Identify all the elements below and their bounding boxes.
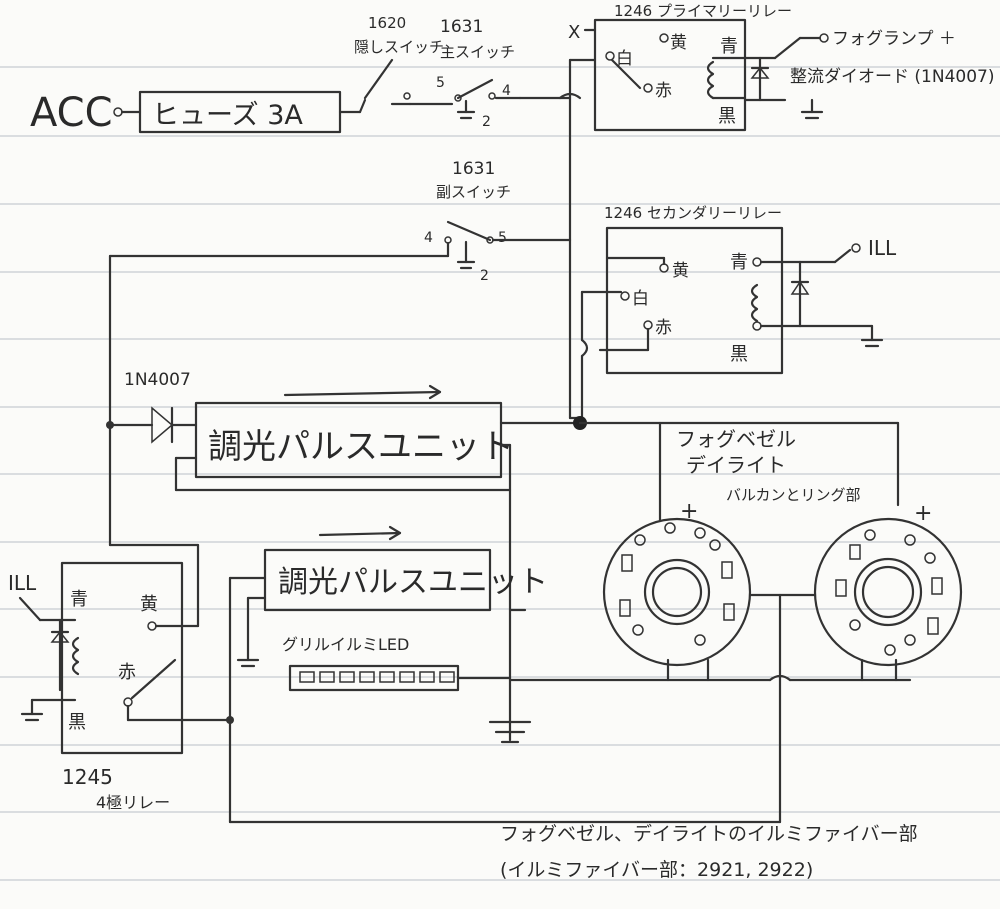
- svg-text:5: 5: [436, 75, 445, 91]
- sw1620-number: 1620: [368, 14, 406, 32]
- relay-1245-coil: [71, 636, 80, 676]
- pulse-unit-1: [194, 401, 503, 479]
- svg-text:赤: 赤: [655, 318, 672, 338]
- sw1620-name: 隠しスイッチ: [354, 38, 444, 56]
- svg-text:白: 白: [616, 49, 633, 69]
- relay-1245-number: 1245: [62, 765, 113, 789]
- sw1631-main-lever: [456, 78, 494, 100]
- secondary-relay-coil: [750, 283, 759, 323]
- diode-note: 整流ダイオード (1N4007): [790, 67, 994, 87]
- fog-lamp-label: フォグランプ ＋: [832, 29, 956, 49]
- sw1631-sub-number: 1631: [452, 159, 495, 179]
- primary-relay-box: [593, 18, 747, 132]
- x-mark: X: [568, 22, 580, 43]
- sw1620-lever: [363, 58, 394, 100]
- primary-diode: [750, 66, 770, 79]
- svg-text:4: 4: [424, 230, 433, 246]
- diode-1n4007: [151, 406, 174, 444]
- svg-text:黄: 黄: [672, 261, 689, 281]
- sw1631-sub-name: 副スイッチ: [436, 183, 511, 201]
- svg-text:青: 青: [730, 252, 748, 273]
- bezel-ring-left: [602, 517, 752, 667]
- secondary-relay-title: 1246 セカンダリーリレー: [604, 204, 782, 222]
- sw1631-main-number: 1631: [440, 17, 483, 37]
- arrow-1: [283, 390, 442, 397]
- svg-text:赤: 赤: [655, 81, 672, 101]
- valcan-label: バルカンとリング部: [726, 486, 861, 504]
- svg-text:黒: 黒: [68, 712, 86, 733]
- bezel-ring-right: [813, 517, 963, 667]
- ill-top-label: ILL: [868, 236, 897, 260]
- bezel-led-pads: [619, 522, 943, 656]
- primary-relay-title: 1246 プライマリーリレー: [614, 2, 792, 20]
- svg-text:黒: 黒: [718, 106, 736, 127]
- relay-1245-name: 4極リレー: [96, 793, 170, 812]
- fog-bezel-label-1: フォグベゼル: [676, 427, 796, 451]
- svg-text:4: 4: [502, 83, 511, 99]
- plus-left: +: [680, 499, 698, 524]
- fog-bezel-label-2: デイライト: [686, 453, 786, 477]
- svg-text:赤: 赤: [118, 662, 136, 683]
- pulse-unit-2-label: 調光パルスユニット: [278, 565, 548, 600]
- bottom-caption-title: フォグベゼル、デイライトのイルミファイバー部: [500, 823, 918, 845]
- plus-right: +: [914, 501, 932, 526]
- pulse-unit-1-label: 調光パルスユニット: [208, 427, 514, 467]
- primary-relay-coil: [706, 60, 715, 100]
- acc-terminal: [113, 107, 123, 117]
- svg-text:白: 白: [632, 289, 649, 309]
- sw1631-main-name: 主スイッチ: [440, 43, 515, 61]
- bottom-caption-parts: (イルミファイバー部：2921, 2922): [500, 859, 813, 881]
- svg-text:黄: 黄: [670, 33, 687, 53]
- svg-text:青: 青: [70, 589, 88, 610]
- relay-1245-box: [60, 561, 184, 755]
- fuse-label: ヒューズ 3A: [152, 100, 303, 131]
- secondary-diode: [790, 280, 810, 295]
- secondary-relay-box: [605, 226, 784, 375]
- svg-text:青: 青: [720, 36, 738, 57]
- sw1631-sub-lever: [446, 220, 492, 242]
- svg-text:2: 2: [482, 114, 491, 130]
- relay-1245-contact: [130, 658, 177, 700]
- pulse-unit-2: [263, 548, 492, 612]
- svg-text:5: 5: [498, 230, 507, 246]
- svg-text:黒: 黒: [730, 344, 748, 365]
- grill-led-label: グリルイルミLED: [282, 635, 409, 654]
- ill-left-label: ILL: [8, 571, 37, 595]
- diode-1n4007-label: 1N4007: [124, 370, 191, 390]
- svg-text:黄: 黄: [140, 594, 158, 615]
- acc-label: ACC: [30, 90, 113, 136]
- svg-text:2: 2: [480, 268, 489, 284]
